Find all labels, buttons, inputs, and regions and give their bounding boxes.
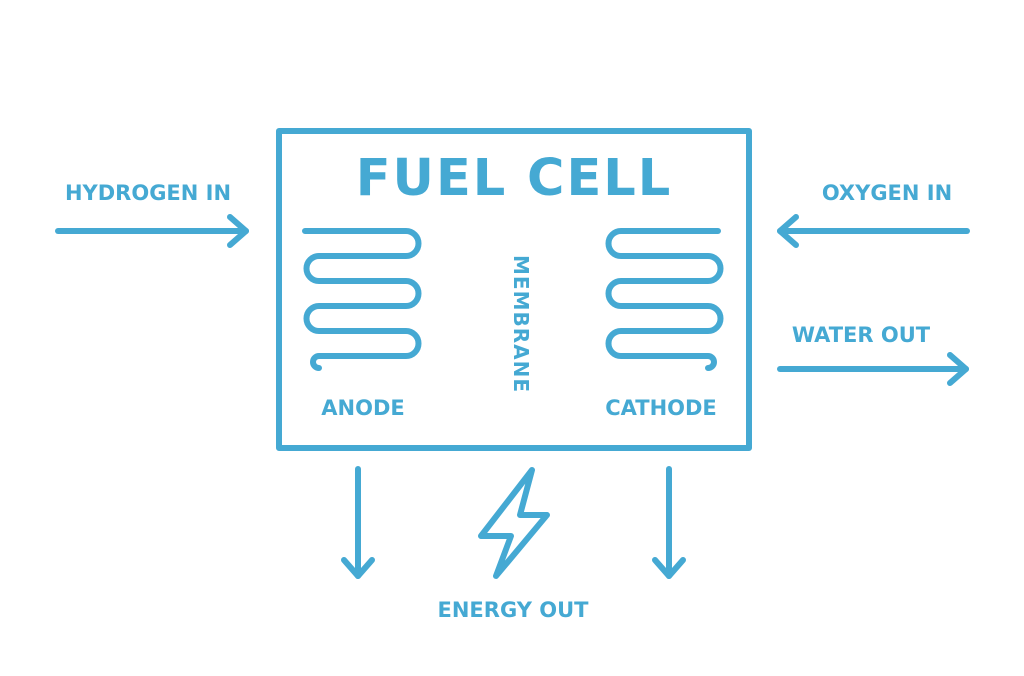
oxygen-in-arrow-icon [777,214,970,248]
hydrogen-in-label: HYDROGEN IN [65,181,231,205]
fuel-cell-title: FUEL CELL [356,149,673,208]
water-out-arrow-icon [777,352,969,386]
hydrogen-in-arrow-icon [55,214,249,248]
cathode-label: CATHODE [605,396,717,420]
oxygen-in-label: OXYGEN IN [822,181,952,205]
anode-label: ANODE [321,396,404,420]
lightning-bolt-icon [478,467,550,579]
fuel-cell-box [276,128,752,451]
cathode-coil-icon [605,228,724,371]
water-out-label: WATER OUT [792,323,931,347]
membrane-label: MEMBRANE [509,255,533,393]
energy-out-label: ENERGY OUT [438,598,590,622]
right-down-arrow-icon [652,466,686,579]
anode-coil-icon [302,228,422,371]
left-down-arrow-icon [341,466,375,579]
